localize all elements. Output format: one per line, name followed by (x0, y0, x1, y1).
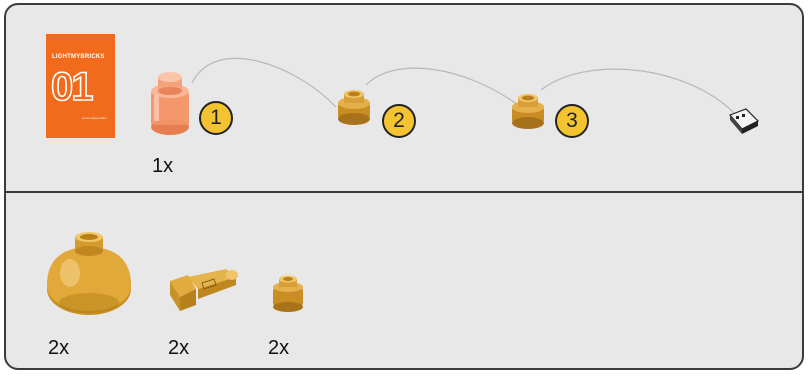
gold-round-plate-icon (338, 90, 370, 125)
cable-connector-icon (728, 108, 760, 134)
part-quantity-round: 2x (268, 337, 290, 359)
part-quantity-dome: 2x (48, 337, 70, 359)
instruction-panel: LIGHTMYBRICKS 01 Lorem ipsum dolor 1 1x … (4, 3, 804, 370)
booklet-subtext: Lorem ipsum dolor (82, 116, 107, 120)
instruction-booklet-cover: LIGHTMYBRICKS 01 Lorem ipsum dolor (46, 34, 115, 138)
gold-round-plate-icon (512, 94, 544, 129)
gold-dome-piece-icon (47, 232, 131, 315)
step-badge-3: 3 (555, 104, 589, 138)
transparent-round-brick-icon (151, 72, 189, 135)
step-badge-1: 1 (199, 101, 233, 135)
booklet-number: 01 (50, 65, 94, 109)
section-divider (6, 191, 802, 193)
booklet-brand: LIGHTMYBRICKS (52, 54, 105, 60)
light-cable (191, 57, 735, 114)
gold-round-brick-icon (273, 275, 303, 312)
gold-clip-piece-icon (170, 269, 238, 311)
quantity-label: 1x (152, 155, 174, 177)
step-badge-2: 2 (382, 104, 416, 138)
part-quantity-clip: 2x (168, 337, 190, 359)
